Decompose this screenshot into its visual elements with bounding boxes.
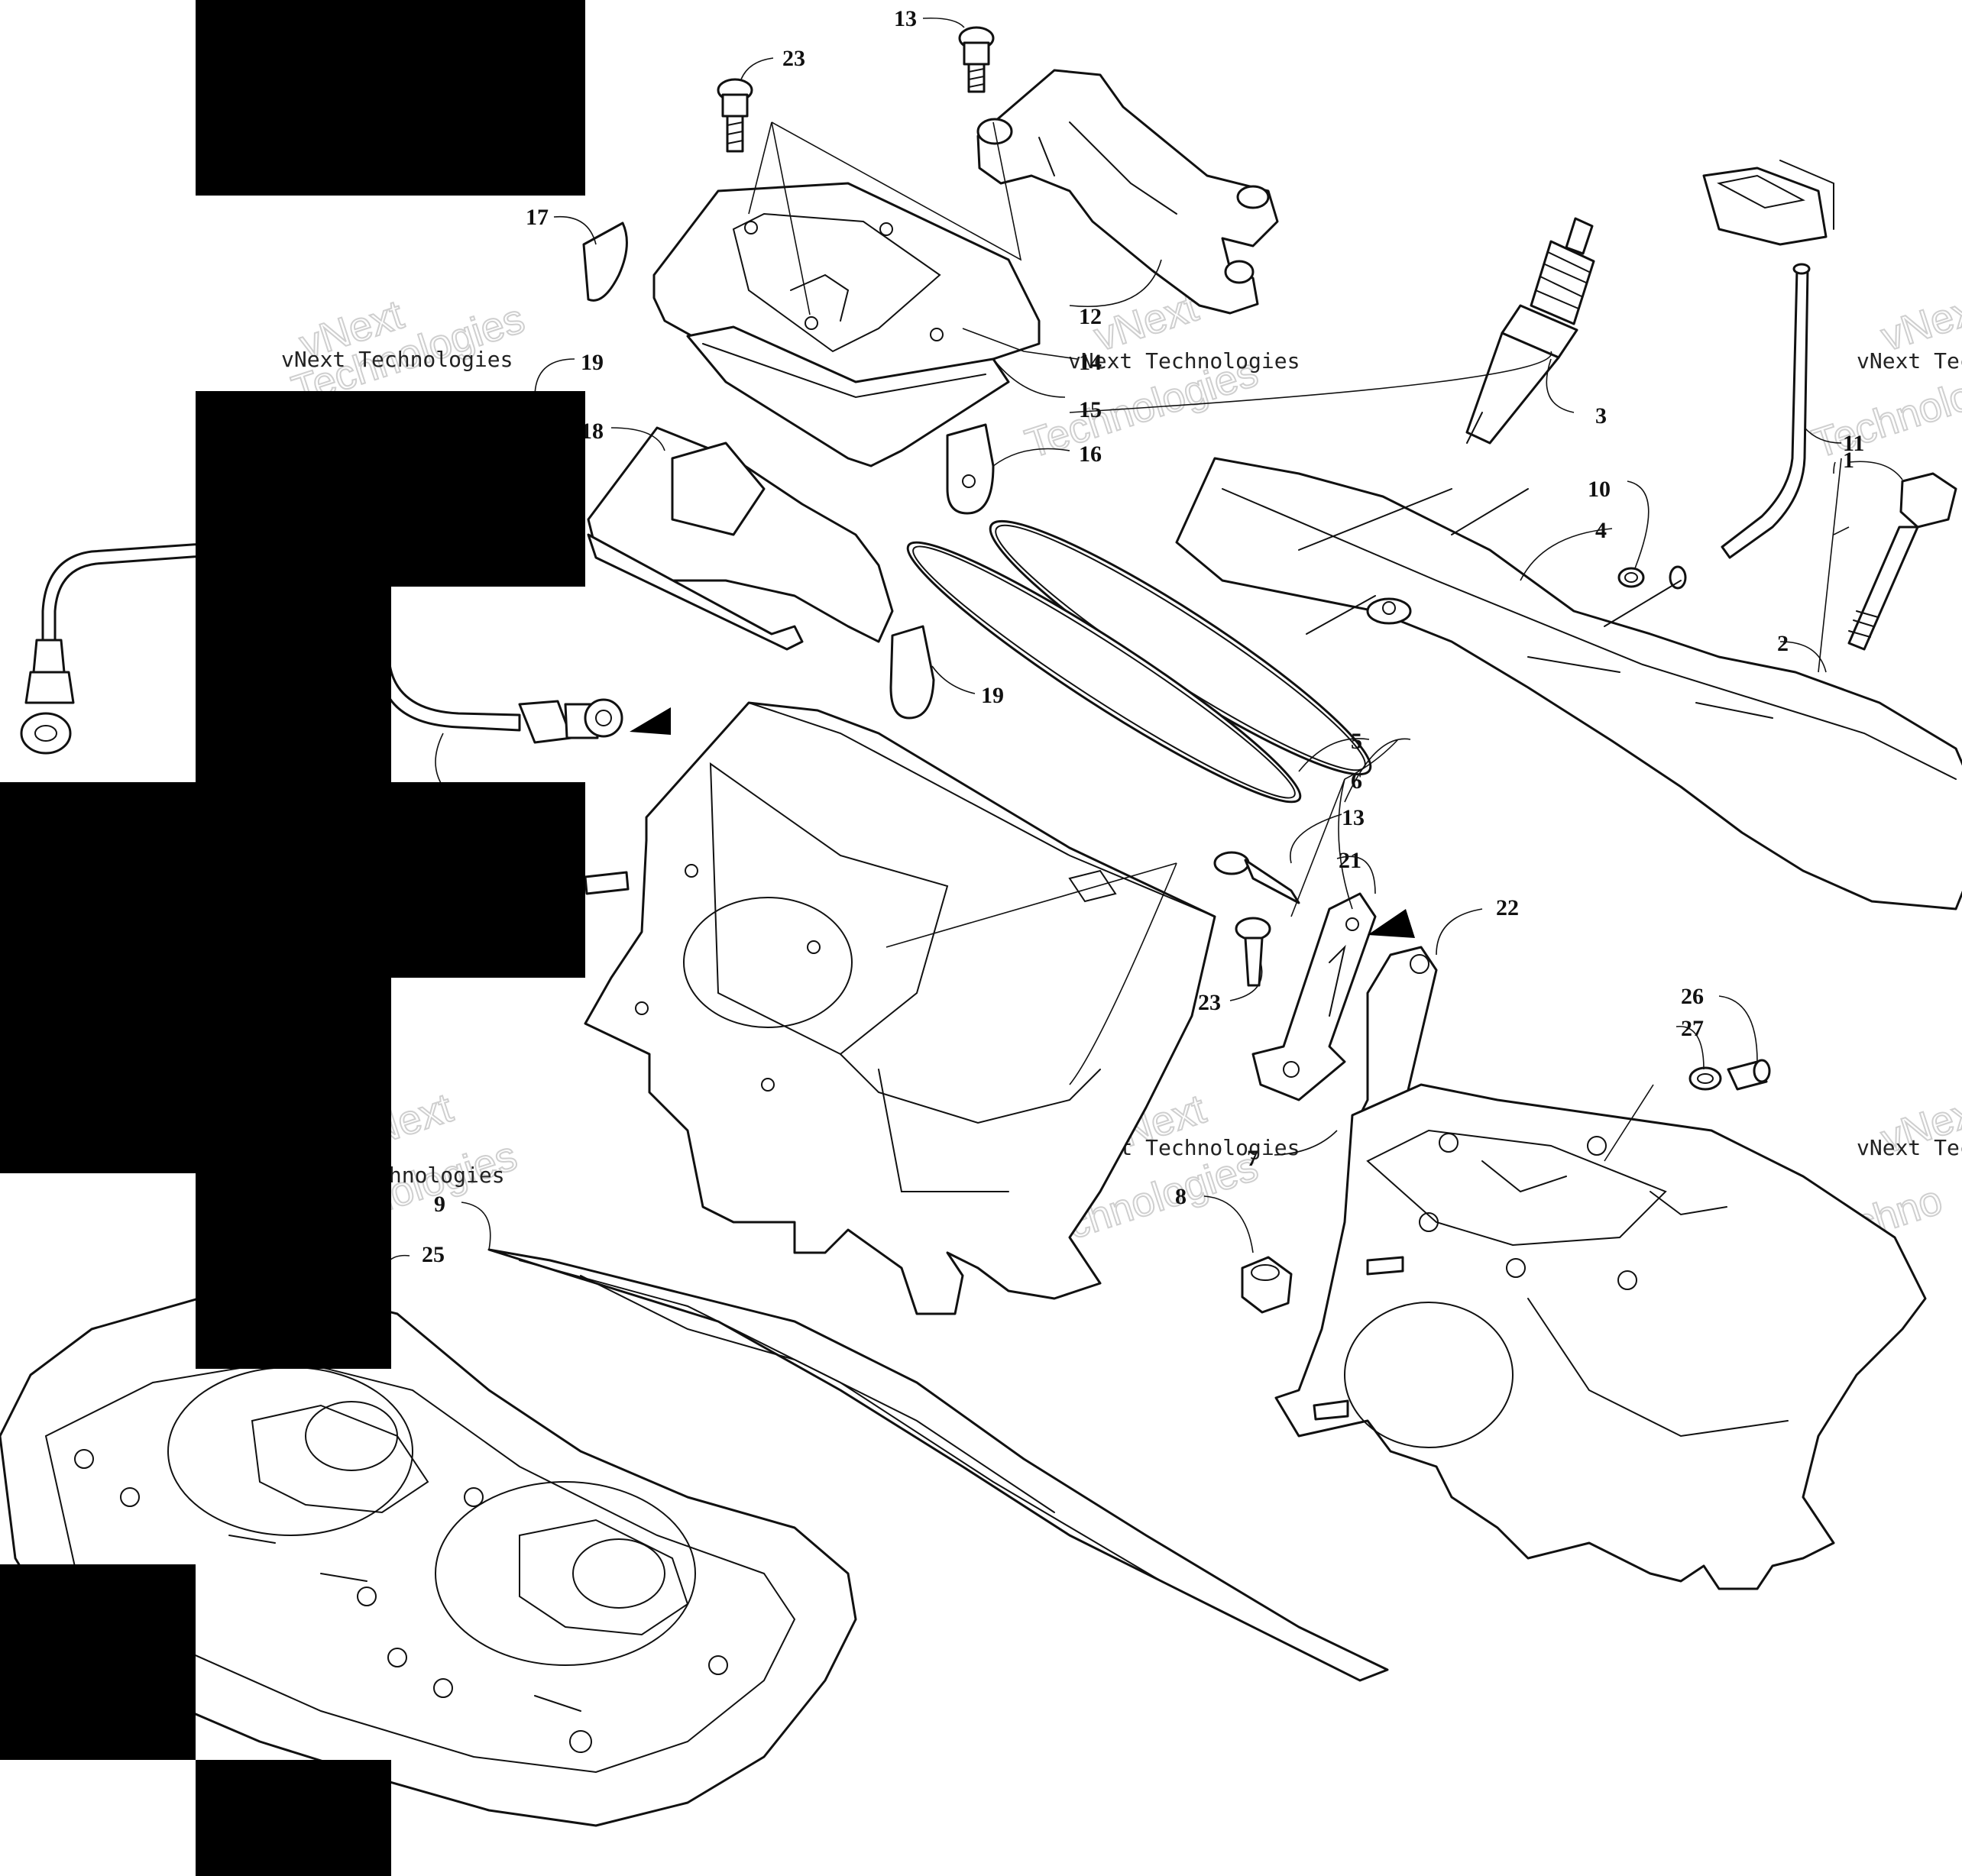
- callout-22: 22: [1496, 895, 1519, 920]
- callout-23: 23: [782, 46, 805, 71]
- watermark-3: vNext Technolo vNext Tec: [1806, 283, 1962, 468]
- redaction-block: [0, 1564, 196, 1760]
- callout-17: 17: [526, 205, 549, 230]
- gasket-9: [487, 1248, 1389, 1682]
- arrow-marker-1: [630, 707, 671, 735]
- fitting-26: [1727, 1059, 1771, 1091]
- svg-text:vNext Tec: vNext Tec: [1857, 1135, 1962, 1160]
- callout-labels: 13 23 17 12 14 15 16 19 18 3 11 10 1 4 2…: [422, 6, 1864, 1267]
- callout-2: 2: [1777, 631, 1789, 656]
- redaction-blocks: [0, 0, 585, 1876]
- intake-manifold-18: [587, 426, 894, 651]
- nut-8: [1241, 1256, 1293, 1314]
- callout-3: 3: [1595, 403, 1607, 429]
- fitting-27: [1688, 1066, 1722, 1091]
- callout-25: 25: [422, 1242, 445, 1267]
- svg-text:vNext Technologies: vNext Technologies: [1068, 348, 1300, 374]
- fuel-tube-11: [1669, 263, 1811, 590]
- o-ring-6: [906, 541, 1302, 804]
- svg-text:chnologies: chnologies: [376, 1163, 505, 1188]
- arrow-marker-2: [1368, 909, 1415, 938]
- callout-23b: 23: [1198, 990, 1221, 1015]
- connector: [1702, 160, 1834, 246]
- screw-13-top: [958, 26, 995, 93]
- svg-text:vNext Tec: vNext Tec: [1857, 348, 1962, 374]
- screw-23-top: [717, 78, 753, 153]
- callout-8: 8: [1175, 1184, 1187, 1209]
- callout-19b: 19: [981, 683, 1004, 708]
- cylinder-head-4: [1175, 457, 1962, 911]
- callout-11: 11: [1843, 431, 1864, 456]
- callout-16: 16: [1079, 442, 1102, 467]
- redaction-block: [0, 782, 585, 978]
- callout-1: 1: [1843, 448, 1854, 473]
- svg-text:vNext Technologies: vNext Technologies: [281, 347, 513, 372]
- redaction-block: [196, 0, 585, 196]
- callout-7: 7: [1247, 1146, 1258, 1171]
- sleeve-19: [889, 625, 935, 720]
- callout-10: 10: [1588, 477, 1611, 502]
- clip-17: [582, 222, 628, 302]
- callout-5: 5: [1351, 729, 1362, 754]
- gasket-15: [686, 325, 1010, 467]
- bracket-21: [1251, 892, 1377, 1101]
- bolt-1: [1847, 472, 1957, 651]
- redaction-block: [196, 391, 585, 587]
- sensor-fitting: [379, 663, 623, 744]
- callout-27: 27: [1681, 1016, 1704, 1041]
- callout-15: 15: [1079, 397, 1102, 422]
- callout-4: 4: [1595, 518, 1607, 543]
- tab-16: [946, 423, 995, 515]
- base-gasket-25: [0, 1289, 857, 1827]
- callout-26: 26: [1681, 984, 1704, 1009]
- cylinder-front: [584, 701, 1216, 1315]
- watermark-2: vNext Technologies vNext Technologies: [1019, 283, 1300, 468]
- screw-23-middle: [1235, 917, 1271, 987]
- redaction-block: [196, 587, 391, 782]
- callout-13b: 13: [1342, 805, 1365, 830]
- callout-9: 9: [434, 1192, 445, 1217]
- svg-text:Technolo: Technolo: [1807, 373, 1962, 467]
- spark-plug-3: [1465, 217, 1595, 445]
- callout-13: 13: [894, 6, 917, 31]
- callout-21: 21: [1339, 848, 1361, 873]
- leader-lines: [381, 17, 1903, 1284]
- screw-13-middle: [1213, 851, 1300, 904]
- callout-12: 12: [1079, 304, 1102, 329]
- redaction-block: [0, 978, 391, 1173]
- redaction-block: [196, 1760, 391, 1876]
- bracket-12: [976, 69, 1279, 315]
- sensor-hose: [20, 542, 205, 755]
- callout-14: 14: [1079, 350, 1102, 375]
- clamp-10: [1617, 567, 1645, 588]
- cylinder-rear: [1274, 1083, 1927, 1590]
- callout-6: 6: [1351, 768, 1362, 794]
- callout-19: 19: [581, 350, 604, 375]
- redaction-block: [196, 1173, 391, 1369]
